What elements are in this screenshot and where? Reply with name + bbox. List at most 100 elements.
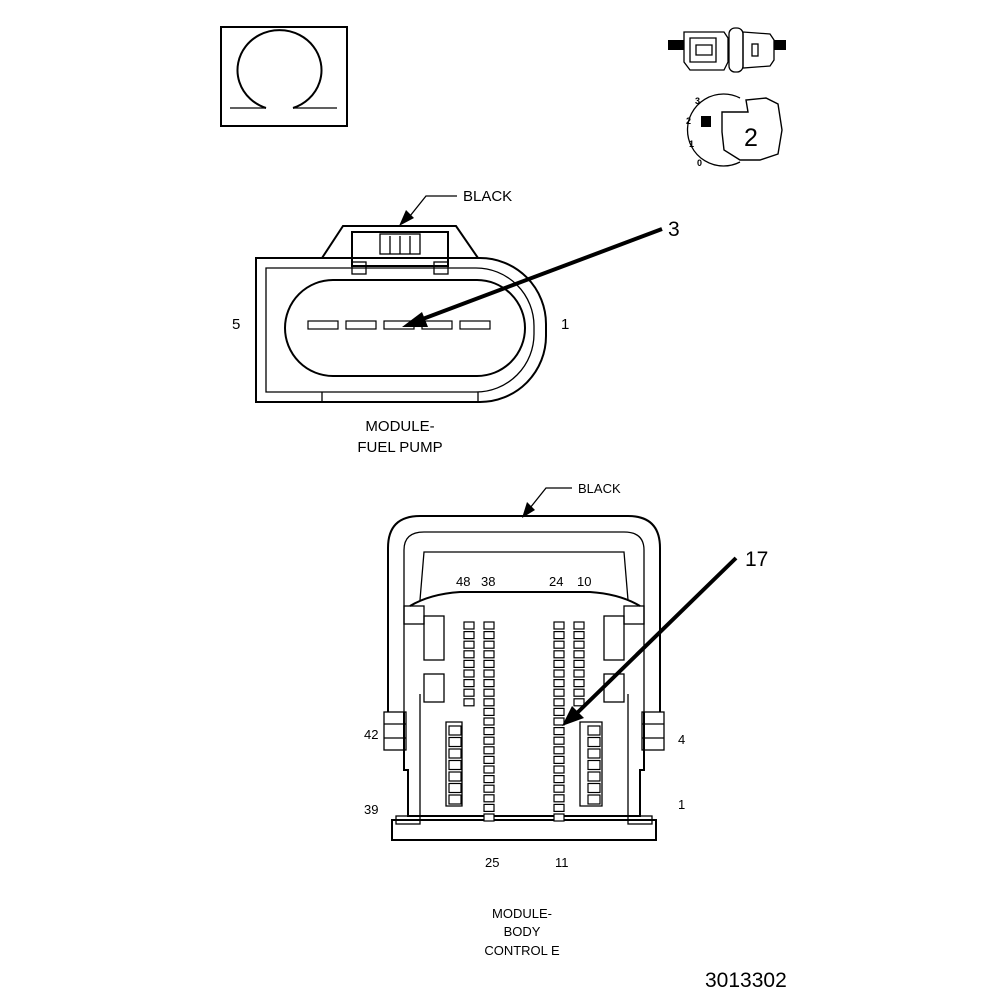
terminal-cavity bbox=[587, 782, 601, 794]
terminal-cavity bbox=[573, 630, 585, 640]
terminal-cavity bbox=[553, 784, 565, 793]
bcm-pin-label: 39 bbox=[364, 802, 378, 817]
terminal-cavity bbox=[448, 794, 462, 805]
terminal-cavity bbox=[483, 803, 495, 813]
terminal-cavity bbox=[463, 698, 475, 707]
bcm-pin-label: 10 bbox=[577, 574, 591, 589]
terminal-cavity bbox=[483, 746, 495, 755]
terminal-cavity bbox=[553, 803, 565, 813]
fuel-pump-caption: FUEL PUMP bbox=[357, 439, 442, 456]
bcm-pin-label: 38 bbox=[481, 574, 495, 589]
terminal-cavity bbox=[587, 759, 601, 771]
terminal-cavity bbox=[483, 630, 495, 640]
dial-position-label: 1 bbox=[689, 139, 694, 149]
terminal-cavity bbox=[463, 650, 475, 659]
bcm-pin-label: 42 bbox=[364, 727, 378, 742]
terminal-cavity bbox=[553, 726, 565, 736]
terminal-cavity bbox=[483, 640, 495, 649]
key-switch-icon: 3 2 1 0 2 bbox=[686, 93, 783, 168]
terminal-cavity bbox=[553, 669, 565, 678]
omega-symbol-icon bbox=[230, 29, 337, 109]
terminal-cavity bbox=[448, 725, 462, 736]
terminal-cavity bbox=[463, 688, 475, 697]
terminal-cavity bbox=[483, 698, 495, 707]
terminal-cavity bbox=[587, 794, 601, 805]
terminal-cavity bbox=[553, 678, 565, 688]
terminal-cavity bbox=[553, 794, 565, 803]
bcm-pin-label: 4 bbox=[678, 732, 685, 747]
terminal-cavity bbox=[483, 717, 495, 726]
terminal-cavity bbox=[573, 698, 585, 707]
terminal-cavity bbox=[553, 630, 565, 640]
terminal-cavity bbox=[483, 650, 495, 659]
terminal-cavity bbox=[553, 774, 565, 784]
terminal-cavity bbox=[553, 736, 565, 745]
terminal-slot bbox=[307, 320, 339, 330]
terminal-cavity bbox=[573, 688, 585, 697]
terminal-cavity bbox=[553, 755, 565, 765]
terminal-cavity bbox=[553, 688, 565, 697]
terminal-cavity bbox=[553, 813, 565, 822]
bcm-pin-label: 1 bbox=[678, 797, 685, 812]
terminal-cavity bbox=[483, 736, 495, 745]
fuel-pump-caption: MODULE- bbox=[365, 418, 434, 435]
terminal-cavity bbox=[587, 725, 601, 736]
terminal-cavity bbox=[483, 765, 495, 774]
terminal-cavity bbox=[553, 698, 565, 707]
bcm-pin-array bbox=[448, 621, 601, 822]
bcm-caption: BODY bbox=[504, 924, 541, 939]
terminal-cavity bbox=[483, 774, 495, 784]
terminal-cavity bbox=[553, 650, 565, 659]
terminal-cavity bbox=[448, 736, 462, 748]
terminal-cavity bbox=[553, 640, 565, 649]
terminal-cavity bbox=[553, 717, 565, 726]
terminal-slot bbox=[459, 320, 491, 330]
dial-position-label: 3 bbox=[695, 96, 700, 106]
omega-symbol-box bbox=[220, 26, 348, 127]
terminal-cavity bbox=[463, 678, 475, 688]
terminal-cavity bbox=[463, 640, 475, 649]
terminal-cavity bbox=[448, 782, 462, 794]
bcm-connector: BLACK bbox=[364, 481, 768, 958]
terminal-cavity bbox=[483, 813, 495, 822]
terminal-cavity bbox=[483, 784, 495, 793]
terminal-cavity bbox=[463, 659, 475, 669]
terminal-cavity bbox=[573, 669, 585, 678]
terminal-cavity bbox=[587, 771, 601, 782]
terminal-cavity bbox=[573, 678, 585, 688]
terminal-cavity bbox=[553, 621, 565, 630]
fuel-pump-color-label: BLACK bbox=[463, 188, 512, 205]
terminal-cavity bbox=[483, 794, 495, 803]
terminal-cavity bbox=[483, 688, 495, 697]
dial-position-label: 2 bbox=[686, 116, 691, 126]
bcm-caption: CONTROL E bbox=[484, 943, 560, 958]
figure-number: 3013302 bbox=[705, 969, 787, 992]
terminal-cavity bbox=[553, 659, 565, 669]
bcm-pin-label: 11 bbox=[555, 855, 569, 870]
terminal-cavity bbox=[587, 748, 601, 759]
terminal-cavity bbox=[573, 640, 585, 649]
terminal-cavity bbox=[573, 659, 585, 669]
fuel-pump-pin-label: 1 bbox=[561, 316, 569, 333]
terminal-cavity bbox=[483, 755, 495, 765]
terminal-cavity bbox=[483, 669, 495, 678]
dial-position-label: 0 bbox=[697, 158, 702, 168]
terminal-cavity bbox=[483, 726, 495, 736]
terminal-cavity bbox=[463, 621, 475, 630]
terminal-cavity bbox=[483, 678, 495, 688]
terminal-cavity bbox=[463, 630, 475, 640]
bcm-pin-label: 25 bbox=[485, 855, 499, 870]
bcm-pin-label: 48 bbox=[456, 574, 470, 589]
dial-value: 2 bbox=[744, 124, 758, 152]
terminal-cavity bbox=[553, 746, 565, 755]
terminal-cavity bbox=[483, 707, 495, 717]
terminal-cavity bbox=[553, 765, 565, 774]
fuel-pump-connector: BLACK 3 5 1 MODULE- FUEL PUM bbox=[232, 188, 680, 456]
terminal-slot bbox=[345, 320, 377, 330]
terminal-cavity bbox=[573, 621, 585, 630]
terminal-cavity bbox=[553, 707, 565, 717]
terminal-cavity bbox=[483, 621, 495, 630]
terminal-cavity bbox=[483, 659, 495, 669]
fuel-pump-callout: 3 bbox=[668, 218, 680, 241]
